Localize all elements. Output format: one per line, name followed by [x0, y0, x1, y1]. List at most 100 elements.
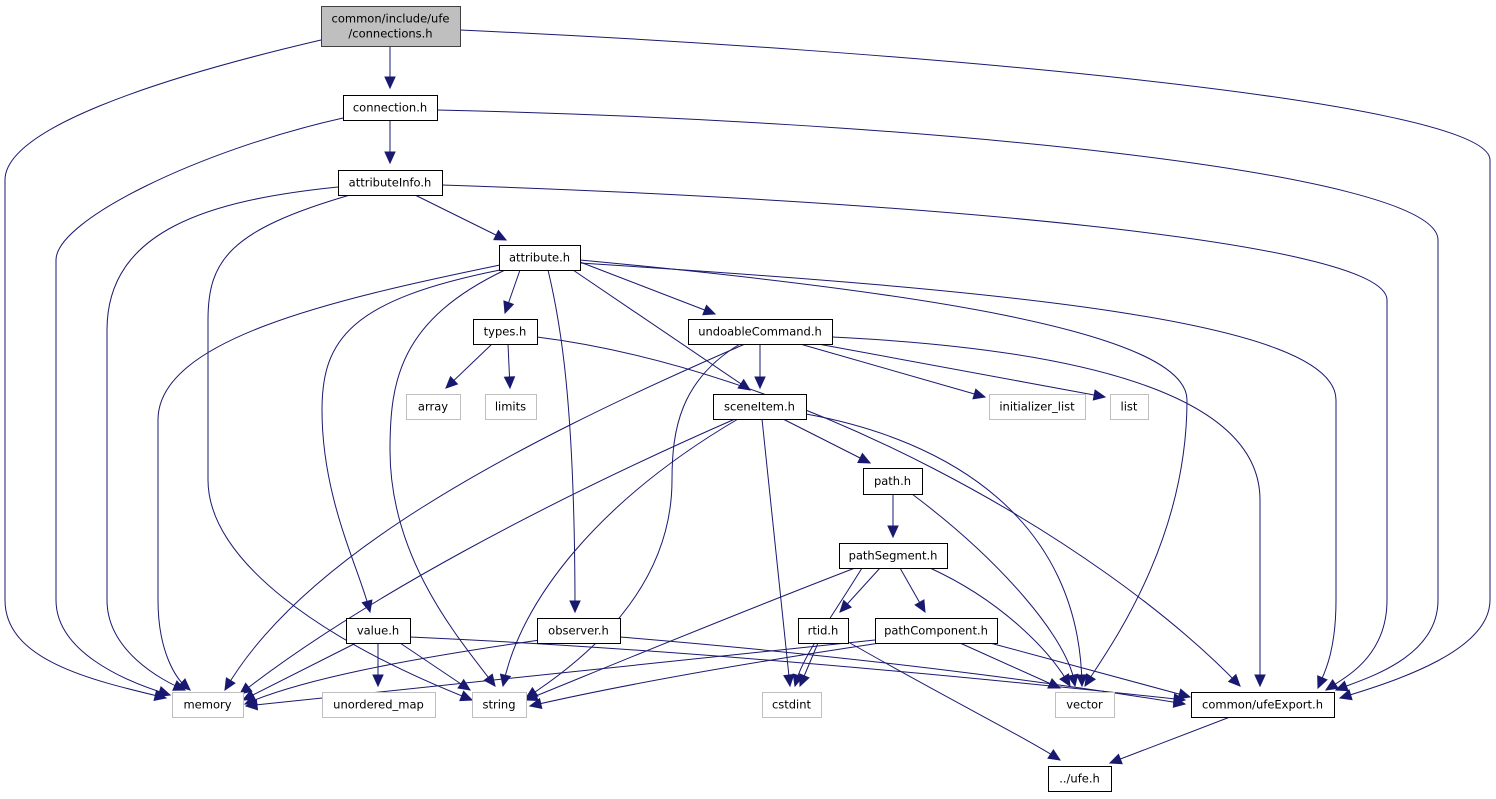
arrowhead-icon [914, 599, 926, 614]
edge-undoableCommand-to-list [817, 343, 1107, 401]
arrowhead-icon [783, 673, 795, 688]
nodes-layer: common/include/ufe/connections.h connecti… [172, 6, 1335, 792]
node-box [473, 319, 538, 345]
edge-line [761, 418, 791, 687]
node-label: limits [495, 400, 526, 414]
node-box [321, 6, 461, 47]
node-string: string [472, 692, 527, 718]
edge-line [547, 269, 576, 613]
edge-sceneItem-to-vector [805, 413, 1088, 688]
arrowhead-icon [457, 678, 471, 691]
node-label: common/ufeExport.h [1202, 698, 1323, 712]
node-label: value.h [357, 624, 399, 638]
node-box [406, 394, 461, 420]
arrowhead-icon [459, 690, 474, 702]
edge-types-to-array [445, 343, 493, 389]
node-attribute[interactable]: attribute.h [499, 245, 581, 271]
edge-line [459, 29, 1491, 699]
edge-attribute-to-vector [579, 259, 1188, 688]
arrowhead-icon [1177, 688, 1192, 700]
node-undoablecommand[interactable]: undoableCommand.h [688, 319, 833, 345]
edge-attribute-to-sceneItem [572, 269, 751, 391]
edge-value-to-string [399, 642, 471, 691]
arrowhead-icon [157, 686, 172, 698]
edges-layer [4, 29, 1491, 765]
edge-line [409, 636, 1186, 701]
arrowhead-icon [361, 599, 373, 614]
arrowhead-icon [1108, 753, 1123, 765]
edge-connections-to-connection [384, 46, 396, 90]
node-pathcomponent[interactable]: pathComponent.h [875, 618, 998, 644]
node-connections[interactable]: common/include/ufe/connections.h [321, 6, 461, 47]
edge-ufeExport-to-ufe [1108, 716, 1231, 765]
edge-line [529, 642, 881, 707]
arrowhead-icon [1047, 748, 1062, 761]
node-label: initializer_list [999, 400, 1075, 414]
edge-path-to-pathSegment [887, 494, 899, 539]
node-attributeinfo[interactable]: attributeInfo.h [338, 170, 443, 196]
node-label: path.h [874, 474, 911, 488]
arrowhead-icon [1334, 680, 1349, 692]
node-label: connection.h [353, 101, 427, 115]
arrowhead-icon [524, 690, 539, 702]
arrowhead-icon [503, 376, 516, 390]
arrowhead-icon [1047, 677, 1062, 689]
node-memory: memory [172, 692, 244, 718]
node-box [322, 692, 436, 718]
node-pathsegment[interactable]: pathSegment.h [839, 543, 948, 569]
edge-attribute-to-ufeExport [579, 262, 1337, 690]
node-box [472, 692, 527, 718]
edge-line [536, 336, 1241, 687]
node-observer[interactable]: observer.h [537, 618, 621, 644]
edge-attributeInfo-to-ufeExport [441, 184, 1388, 691]
node-box [338, 170, 443, 196]
arrowhead-icon [754, 376, 766, 390]
node-box [989, 394, 1086, 420]
arrowhead-icon [445, 375, 459, 389]
node-box [863, 468, 923, 495]
node-value[interactable]: value.h [346, 618, 411, 644]
node-limits: limits [485, 394, 537, 420]
node-list: list [1110, 394, 1149, 420]
edge-line [441, 184, 1388, 691]
edge-value-to-unordered_map [372, 643, 384, 688]
arrowhead-icon [244, 699, 259, 711]
arrowhead-icon [1092, 389, 1107, 401]
edge-line [245, 639, 876, 707]
node-vector: vector [1055, 692, 1115, 718]
edge-undoableCommand-to-initializer_list [799, 343, 987, 400]
node-box [172, 692, 244, 718]
node-box [537, 618, 621, 644]
node-label: pathSegment.h [849, 549, 938, 563]
node-ufeexport[interactable]: common/ufeExport.h [1191, 692, 1335, 718]
node-unordered-map: unordered_map [322, 692, 436, 718]
node-types[interactable]: types.h [473, 319, 538, 345]
edge-line [959, 642, 1061, 689]
node-label: vector [1066, 698, 1103, 712]
node-label: array [418, 400, 448, 414]
edge-connection-to-ufeExport [436, 109, 1439, 692]
node-sceneitem[interactable]: sceneItem.h [713, 394, 807, 420]
edge-line [525, 343, 741, 699]
arrowhead-icon [1067, 673, 1079, 688]
edge-types-to-limits [503, 343, 516, 390]
edge-connection-to-attributeInfo [384, 120, 396, 165]
edge-line [55, 117, 344, 696]
node-ufe[interactable]: ../ufe.h [1048, 766, 1112, 792]
edge-pathSegment-to-rtid [839, 567, 881, 613]
edge-attribute-to-memory [157, 264, 501, 691]
node-connection[interactable]: connection.h [343, 95, 438, 121]
node-rtid[interactable]: rtid.h [798, 618, 849, 644]
node-path[interactable]: path.h [863, 468, 923, 495]
node-label: memory [183, 698, 231, 712]
edge-attribute-to-types [503, 269, 521, 315]
node-label: ../ufe.h [1059, 772, 1100, 786]
arrowhead-icon [972, 388, 987, 400]
edge-rtid-to-ufe [849, 642, 1062, 761]
node-label: observer.h [548, 624, 609, 638]
arrowhead-icon [239, 682, 253, 695]
edge-line [799, 343, 986, 398]
arrowhead-icon [839, 599, 853, 613]
node-label: cstdint [772, 698, 812, 712]
edge-line [805, 413, 1083, 687]
